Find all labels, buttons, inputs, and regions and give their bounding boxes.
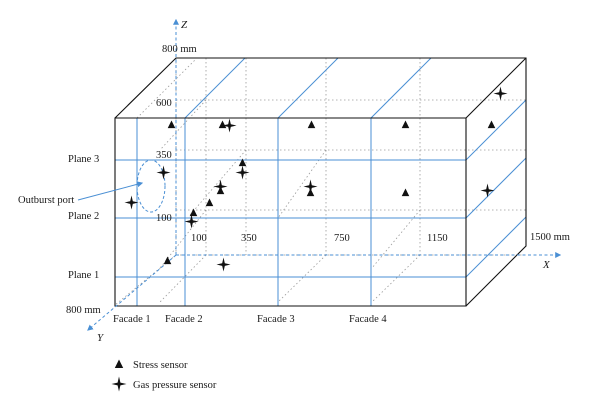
z-tick-350: 350 [156, 150, 172, 161]
x-tick-350: 350 [241, 233, 257, 244]
x-dimension-label: 1500 mm [530, 232, 570, 243]
facade-plane-grid [115, 57, 527, 306]
z-tick-100: 100 [156, 213, 172, 224]
stress-sensor [218, 120, 227, 129]
legend-gas-label: Gas pressure sensor [133, 380, 217, 391]
stress-sensor [307, 120, 316, 129]
z-axis-label: Z [181, 19, 188, 31]
legend-gas-icon [111, 376, 127, 392]
gas-pressure-sensor [184, 214, 199, 229]
stress-sensor [189, 208, 198, 217]
stress-sensor [167, 120, 176, 129]
coordinate-axes [87, 18, 562, 331]
x-tick-100: 100 [191, 233, 207, 244]
legend-stress-icon [114, 359, 124, 368]
facade-4-label: Facade 4 [349, 314, 387, 325]
specimen-box [114, 57, 527, 307]
gas-pressure-sensor [124, 195, 139, 210]
z-tick-600: 600 [156, 98, 172, 109]
plane-1-label: Plane 1 [68, 270, 99, 281]
stress-sensor [401, 188, 410, 197]
z-dimension-label: 800 mm [162, 44, 197, 55]
facade-3-label: Facade 3 [257, 314, 295, 325]
stress-sensor [401, 120, 410, 129]
facade-1-label: Facade 1 [113, 314, 151, 325]
outburst-port-label: Outburst port [18, 195, 74, 206]
y-dimension-label: 800 mm [66, 305, 101, 316]
gas-pressure-sensor [216, 257, 231, 272]
legend: Stress sensor Gas pressure sensor [111, 359, 217, 392]
x-tick-1150: 1150 [427, 233, 448, 244]
hidden-grid-lines [114, 58, 526, 306]
x-tick-750: 750 [334, 233, 350, 244]
facade-2-label: Facade 2 [165, 314, 203, 325]
x-axis-label: X [542, 259, 551, 271]
gas-pressure-sensor [213, 179, 228, 194]
legend-stress-label: Stress sensor [133, 360, 188, 371]
outburst-port [77, 159, 166, 213]
stress-sensor [205, 198, 214, 207]
gas-pressure-sensors [124, 86, 508, 272]
gas-pressure-sensor [222, 118, 237, 133]
plane-2-label: Plane 2 [68, 211, 99, 222]
y-axis-label: Y [97, 332, 105, 344]
plane-3-label: Plane 3 [68, 154, 99, 165]
gas-pressure-sensor [480, 183, 495, 198]
gas-pressure-sensor [303, 179, 318, 194]
stress-sensor [487, 120, 496, 129]
gas-pressure-sensor [156, 165, 171, 180]
gas-pressure-sensor [235, 165, 250, 180]
